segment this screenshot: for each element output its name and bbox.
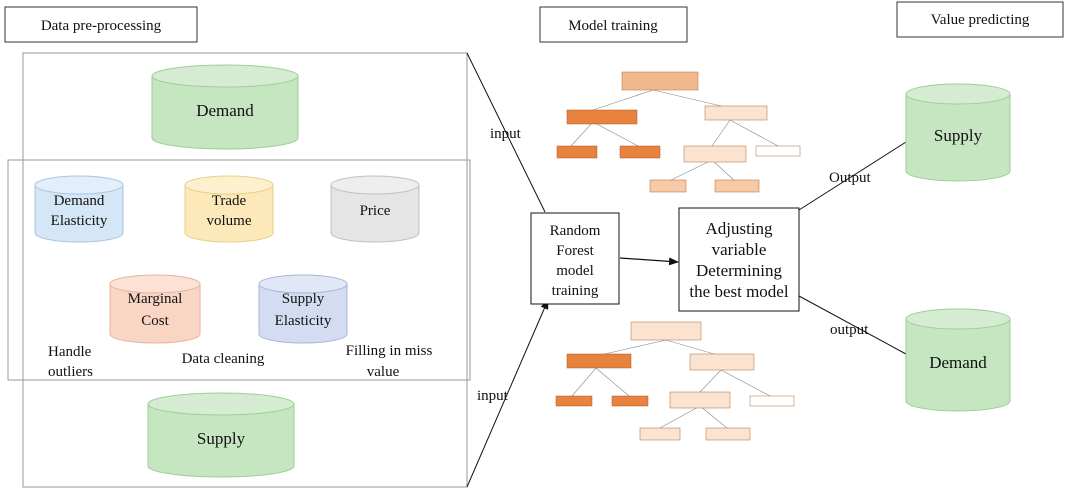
supply-elasticity-line2: Elasticity — [275, 313, 332, 329]
supply-output-cylinder: Supply — [905, 83, 1011, 182]
marginal-cost-line1: Marginal — [128, 291, 183, 307]
connector-output-top — [798, 141, 907, 211]
tree-bottom-leaf-4 — [639, 427, 681, 441]
connector-top-input — [466, 52, 546, 213]
adjust-line3: Determining — [696, 261, 782, 280]
rf-line2: Forest — [556, 243, 594, 259]
data-cleaning-label: Data cleaning — [182, 351, 265, 367]
supply-input-cylinder: Supply — [147, 392, 295, 478]
filling-line1: Filling in miss — [346, 343, 433, 359]
tree-top-leaf-1 — [556, 145, 598, 159]
rf-line4: training — [552, 283, 599, 299]
supply-elasticity-line1: Supply — [282, 291, 325, 307]
supply-input-label: Supply — [197, 429, 246, 448]
tree-bottom-mid-node — [669, 391, 731, 409]
tree-top-left-node — [566, 109, 638, 125]
demand-input-cylinder: Demand — [151, 64, 299, 150]
tree-bottom-leaf-1 — [555, 395, 593, 407]
tree-top-leaf-2 — [619, 145, 661, 159]
adjust-line2: variable — [712, 240, 767, 259]
rf-line1: Random — [550, 223, 601, 239]
stage-title-predicting: Value predicting — [896, 1, 1064, 38]
tree-top-mid-node — [683, 145, 747, 163]
tree-bottom-leaf-2 — [611, 395, 649, 407]
edge-label-output-top: Output — [829, 170, 872, 186]
tree-bottom-root-node — [630, 321, 702, 341]
preprocessing-outer-frame — [22, 52, 468, 488]
adjust-line4: the best model — [689, 282, 788, 301]
rf-line3: model — [556, 263, 594, 279]
trade-volume-cylinder: Trade volume — [184, 175, 274, 243]
decision-tree-bottom — [555, 321, 795, 441]
stage-title-training-text: Model training — [568, 18, 658, 34]
stage-title-training: Model training — [539, 6, 688, 43]
marginal-cost-cylinder: Marginal Cost — [109, 274, 201, 344]
tree-bottom-right-node — [689, 353, 755, 371]
supply-output-label: Supply — [934, 126, 983, 145]
connector-bottom-input — [466, 299, 549, 488]
price-label: Price — [360, 203, 391, 219]
adjusting-variable-box: Adjusting variable Determining the best … — [678, 207, 800, 312]
trade-volume-line1: Trade — [212, 193, 247, 209]
edge-label-input-top: input — [490, 126, 522, 142]
features-inner-frame — [7, 159, 471, 381]
stage-title-predicting-text: Value predicting — [931, 12, 1030, 28]
tree-bottom-left-node — [566, 353, 632, 369]
supply-elasticity-cylinder: Supply Elasticity — [258, 274, 348, 344]
arrow-rf-to-adjust — [619, 257, 679, 266]
edge-label-input-bottom: input — [477, 388, 509, 404]
tree-bottom-leaf-3 — [749, 395, 795, 407]
handle-outliers-line2: outliers — [48, 364, 93, 380]
decision-tree-top — [556, 71, 801, 193]
handle-outliers-line1: Handle — [48, 344, 92, 360]
tree-top-leaf-5 — [714, 179, 760, 193]
random-forest-box: Random Forest model training — [530, 212, 620, 305]
edge-label-output-bottom: output — [830, 322, 869, 338]
demand-elasticity-line1: Demand — [54, 193, 105, 209]
stage-title-preprocessing: Data pre-processing — [4, 6, 198, 43]
tree-top-leaf-4 — [649, 179, 687, 193]
demand-output-label: Demand — [929, 353, 987, 372]
tree-bottom-leaf-5 — [705, 427, 751, 441]
demand-input-label: Demand — [196, 101, 254, 120]
stage-title-preprocessing-text: Data pre-processing — [41, 18, 162, 34]
demand-elasticity-cylinder: Demand Elasticity — [34, 175, 124, 243]
tree-top-right-node — [704, 105, 768, 121]
filling-line2: value — [367, 364, 400, 380]
trade-volume-line2: volume — [207, 213, 252, 229]
connector-output-bottom — [798, 295, 907, 355]
price-cylinder: Price — [330, 175, 420, 243]
demand-elasticity-line2: Elasticity — [51, 213, 108, 229]
tree-top-root-node — [621, 71, 699, 91]
demand-output-cylinder: Demand — [905, 308, 1011, 412]
marginal-cost-line2: Cost — [141, 313, 169, 329]
tree-top-leaf-3 — [755, 145, 801, 157]
adjust-line1: Adjusting — [705, 219, 773, 238]
